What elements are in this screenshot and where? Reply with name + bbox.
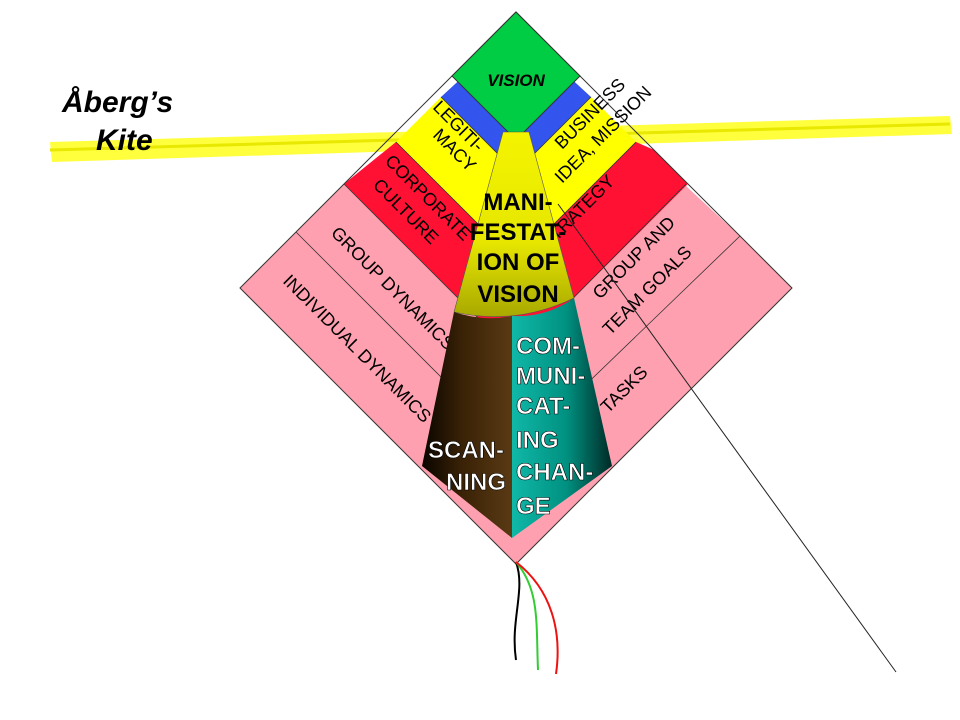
communicating-line-5: CHAN- [516,459,593,486]
tail-green [515,561,539,671]
tail-black [513,561,521,661]
title-line1: Åberg’s [61,86,173,119]
vision-label: VISION [487,71,545,90]
manifestation-cone [453,131,575,317]
scanning-line-2: NING [446,469,506,496]
communicating-section [512,298,612,538]
manifestation-line-1: MANI- [483,189,552,216]
communicating-line-1: COM- [516,333,580,360]
manifestation-line-4: VISION [477,281,558,308]
communicating-line-6: GE [516,493,551,520]
manifestation-label: MANI- FESTAT- ION OF VISION [470,189,566,308]
manifestation-line-3: ION OF [477,249,560,276]
title-line2: Kite [96,124,153,157]
communicating-label: COM- MUNI- CAT- ING CHAN- GE [516,333,594,521]
scanning-line-1: SCAN- [428,437,504,464]
communicating-line-3: CAT- [516,393,570,420]
scanning-section [422,312,512,538]
tail-red [515,561,559,675]
manifestation-line-2: FESTAT- [470,219,566,246]
scanning-label: SCAN- NING [428,437,507,497]
communicating-line-2: MUNI- [516,363,585,390]
kite-string [557,203,897,673]
communicating-line-4: ING [516,427,559,454]
